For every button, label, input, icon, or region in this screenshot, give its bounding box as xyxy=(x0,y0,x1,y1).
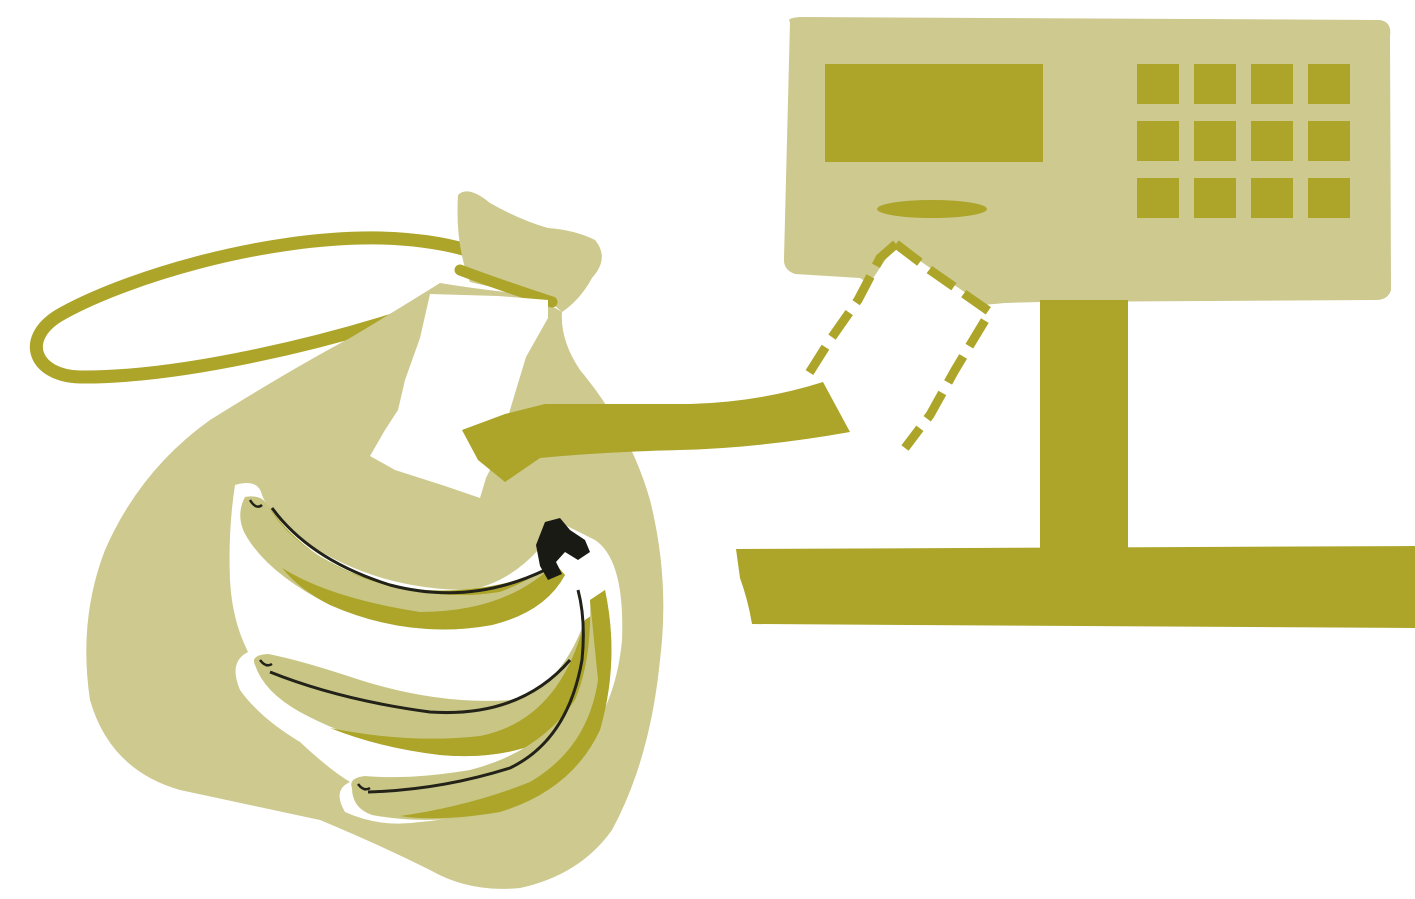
keypad-key xyxy=(1137,64,1179,104)
keypad-key xyxy=(1251,121,1293,161)
keypad-key xyxy=(1251,178,1293,218)
keypad-key xyxy=(1194,64,1236,104)
keypad-key xyxy=(1194,178,1236,218)
keypad-key xyxy=(1308,64,1350,104)
scale-pole xyxy=(1040,300,1128,550)
receipt-slot xyxy=(877,200,987,218)
keypad-key xyxy=(1308,121,1350,161)
keypad-key xyxy=(1308,178,1350,218)
keypad-key xyxy=(1137,121,1179,161)
scale-display xyxy=(825,64,1043,162)
keypad-key xyxy=(1251,64,1293,104)
keypad-key xyxy=(1137,178,1179,218)
keypad-key xyxy=(1194,121,1236,161)
scale-platform xyxy=(736,546,1415,628)
